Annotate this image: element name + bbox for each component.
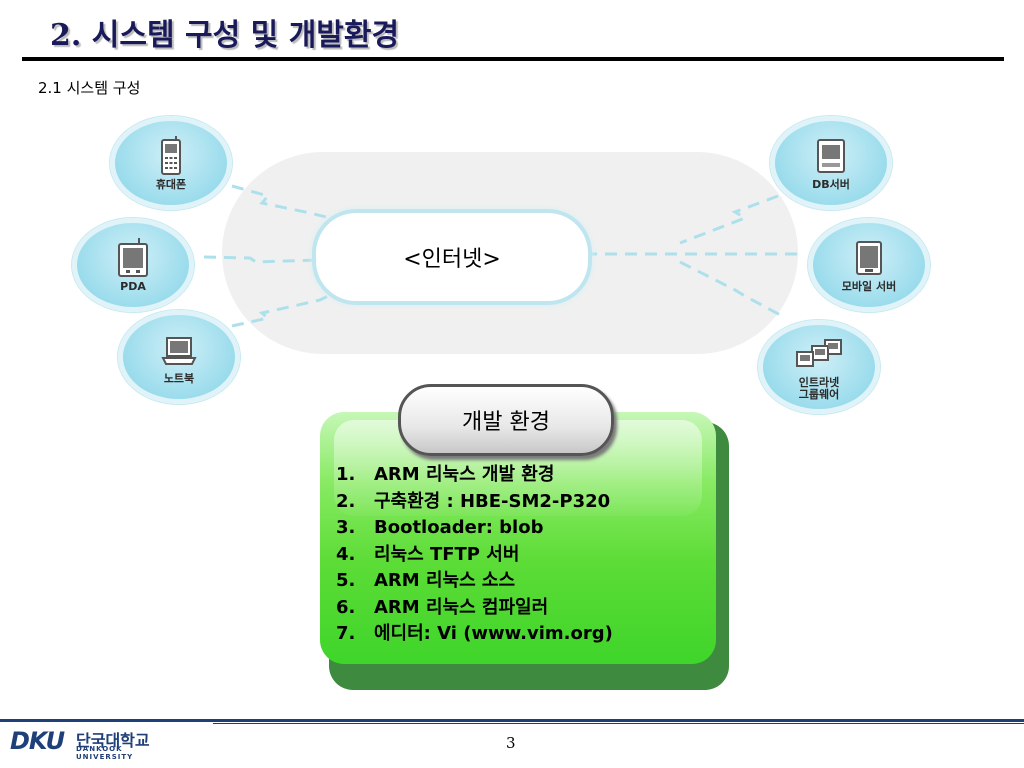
list-item: 4. 리눅스 TFTP 서버 [336,542,613,569]
section-subtitle: 2.1 시스템 구성 [38,79,141,97]
link-intranet [679,260,783,318]
list-item: 6. ARM 리눅스 컴파일러 [336,595,613,622]
logo-english-name: DANKOOK UNIVERSITY [76,745,134,761]
node-label: 노트북 [163,371,195,385]
list-item: 7. 에디터: Vi (www.vim.org) [336,621,613,648]
node-laptop: 노트북 [118,310,240,404]
dev-panel-header: 개발 환경 [398,384,614,456]
logo-korean-name: 단국대학교 [76,731,150,750]
mobile-server-icon [856,240,882,275]
item-text: ARM 리눅스 컴파일러 [374,596,549,618]
item-number: 5. [336,570,356,591]
laptop-icon [161,336,197,365]
node-label: 인트라넷 그룹웨어 [798,375,840,401]
item-number: 7. [336,623,356,644]
node-intranet-groupware: 인트라넷 그룹웨어 [758,320,880,414]
link-db-server [679,194,779,245]
link-pda [203,255,319,264]
item-number: 4. [336,543,356,565]
list-item: 2. 구축환경 : HBE-SM2-P320 [336,489,613,516]
page-number: 3 [506,734,516,752]
mobile-phone-icon [161,135,181,175]
db-server-icon [817,138,845,173]
university-logo: DKU 단국대학교 DANKOOK UNIVERSITY [10,727,180,761]
item-number: 2. [336,490,356,512]
item-number: 3. [336,517,356,538]
list-item: 1. ARM 리눅스 개발 환경 [336,462,613,489]
node-label: 모바일 서버 [841,279,897,293]
intranet-groupware-icon [796,338,842,367]
item-text: Bootloader: blob [374,517,544,538]
item-text: ARM 리눅스 개발 환경 [374,464,555,485]
node-label: DB서버 [812,177,850,191]
internet-node: <인터넷> [312,209,592,305]
item-number: 6. [336,596,356,618]
link-mobile-phone [231,184,343,223]
node-pda: PDA [72,218,194,312]
footer-rule-thin [213,723,1024,724]
title-rule [22,57,1004,61]
footer-rule [0,719,1024,722]
item-text: 구축환경 : HBE-SM2-P320 [374,490,611,512]
node-mobile-phone: 휴대폰 [110,116,232,210]
list-item: 5. ARM 리눅스 소스 [336,568,613,595]
item-text: 리눅스 TFTP 서버 [374,543,520,565]
node-db-server: DB서버 [770,116,892,210]
item-number: 1. [336,464,356,485]
item-text: 에디터: Vi (www.vim.org) [374,623,613,644]
slide-title: 2. 시스템 구성 및 개발환경 [50,18,400,53]
link-laptop [231,287,343,328]
item-text: ARM 리눅스 소스 [374,570,516,591]
node-label: 휴대폰 [155,177,187,191]
pda-icon [118,237,148,277]
node-label: PDA [120,279,146,293]
node-mobile-server: 모바일 서버 [808,218,930,312]
list-item: 3. Bootloader: blob [336,515,613,542]
logo-mark: DKU [10,727,65,755]
dev-env-list: 1. ARM 리눅스 개발 환경 2. 구축환경 : HBE-SM2-P320 3.… [336,462,613,648]
